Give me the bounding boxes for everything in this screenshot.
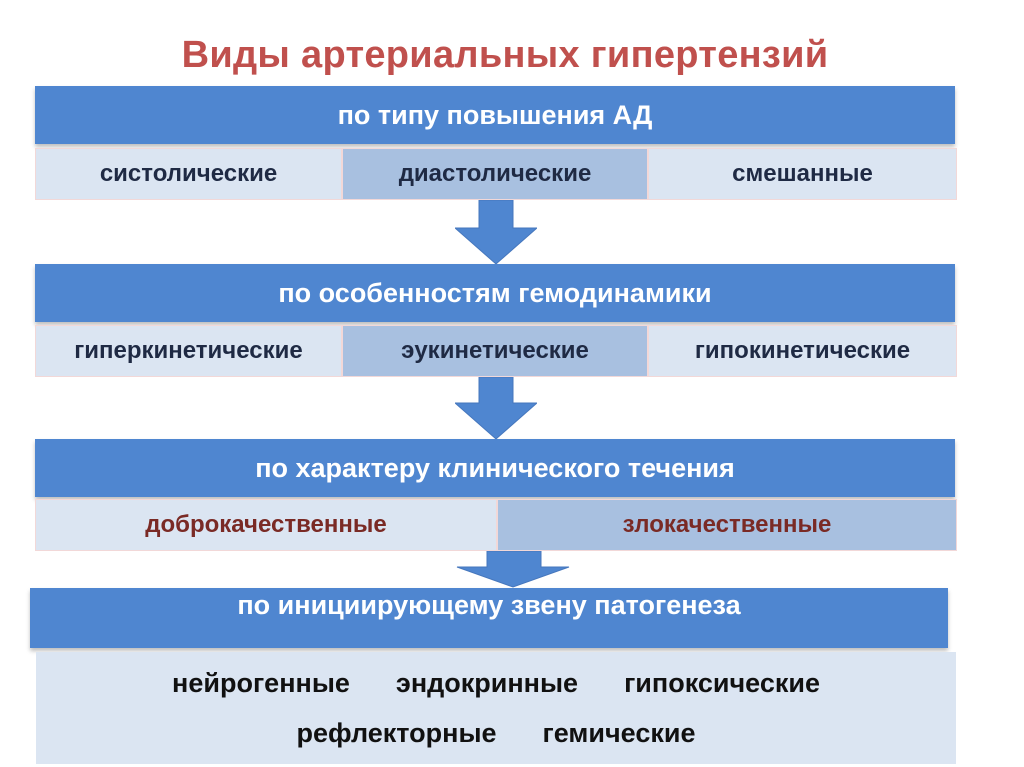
item-hypokinetic: гипокинетические xyxy=(648,325,957,377)
row-bp-type: систолические диастолические смешанные xyxy=(35,148,957,200)
item-systolic: систолические xyxy=(35,148,342,200)
section-header-bp-type: по типу повышения АД xyxy=(35,86,955,144)
section-header-clinical-course: по характеру клинического течения xyxy=(35,439,955,497)
pathogenesis-line-2: рефлекторные гемические xyxy=(36,718,956,749)
item-hyperkinetic: гиперкинетические xyxy=(35,325,342,377)
section-header-hemodynamics: по особенностям гемодинамики xyxy=(35,264,955,322)
row-hemodynamics: гиперкинетические эукинетические гипокин… xyxy=(35,325,957,377)
down-arrow-icon xyxy=(455,200,537,265)
section-header-pathogenesis: по инициирующему звену патогенеза xyxy=(30,588,948,648)
item-endocrine: эндокринные xyxy=(395,668,579,698)
item-diastolic: диастолические xyxy=(342,148,648,200)
item-hemic: гемические xyxy=(542,718,696,748)
down-arrow-icon xyxy=(456,551,570,588)
item-hypoxic: гипоксические xyxy=(624,668,820,698)
row-clinical-course: доброкачественные злокачественные xyxy=(35,499,957,551)
section-header-pathogenesis-label: по инициирующему звену патогенеза xyxy=(237,590,741,620)
item-eukinetic: эукинетические xyxy=(342,325,648,377)
down-arrow-icon xyxy=(455,377,537,440)
item-neurogenic: нейрогенные xyxy=(172,668,350,698)
item-reflex: рефлекторные xyxy=(296,718,497,748)
item-benign: доброкачественные xyxy=(35,499,497,551)
item-mixed: смешанные xyxy=(648,148,957,200)
pathogenesis-items-box: нейрогенные эндокринные гипоксические ре… xyxy=(36,652,956,764)
pathogenesis-line-1: нейрогенные эндокринные гипоксические xyxy=(36,668,956,699)
item-malignant: злокачественные xyxy=(497,499,957,551)
page-title: Виды артериальных гипертензий xyxy=(181,34,829,76)
